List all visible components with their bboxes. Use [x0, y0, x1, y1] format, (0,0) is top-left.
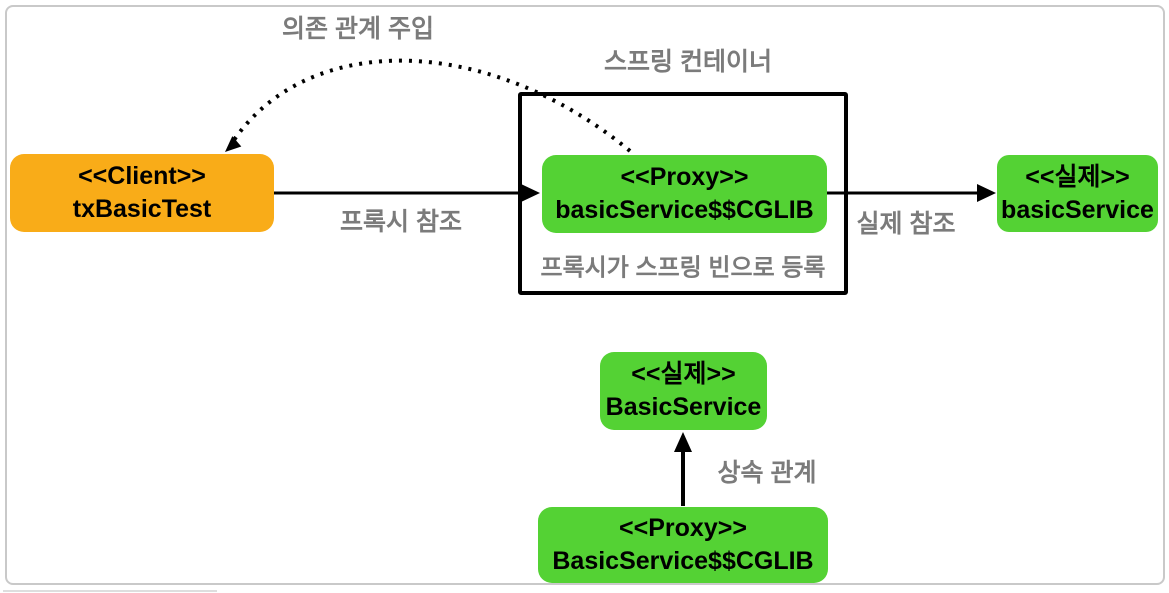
- inheritance-label: 상속 관계: [717, 459, 817, 487]
- proxy-registered-note: 프록시가 스프링 빈으로 등록: [540, 254, 826, 282]
- real-bean-name: basicService: [1001, 195, 1154, 224]
- client-node: <<Client>> txBasicTest: [10, 154, 274, 232]
- proxy-class-stereotype: <<Proxy>>: [619, 514, 747, 542]
- bottom-edge-fragment: [3, 590, 217, 592]
- spring-container-label: 스프링 컨테이너: [604, 48, 772, 76]
- client-name: txBasicTest: [72, 195, 212, 223]
- real-reference-label: 실제 참조: [856, 210, 956, 238]
- proxy-class-name: BasicService$$CGLIB: [552, 547, 814, 575]
- proxy-bean-name: basicService$$CGLIB: [555, 196, 814, 224]
- dependency-injection-label: 의존 관계 주입: [282, 15, 434, 43]
- proxy-class-node: <<Proxy>> BasicService$$CGLIB: [538, 507, 828, 583]
- real-bean-node: <<실제>> basicService: [997, 155, 1158, 232]
- real-class-name: BasicService: [605, 393, 762, 421]
- spring-container-box: [518, 92, 848, 295]
- proxy-bean-node: <<Proxy>> basicService$$CGLIB: [542, 155, 827, 233]
- outer-frame: [5, 5, 1165, 585]
- real-class-stereotype: <<실제>>: [631, 360, 736, 388]
- client-stereotype: <<Client>>: [78, 162, 206, 190]
- proxy-bean-stereotype: <<Proxy>>: [620, 163, 749, 191]
- proxy-reference-label: 프록시 참조: [340, 208, 462, 236]
- real-bean-stereotype: <<실제>>: [1025, 162, 1130, 191]
- real-class-node: <<실제>> BasicService: [600, 352, 767, 430]
